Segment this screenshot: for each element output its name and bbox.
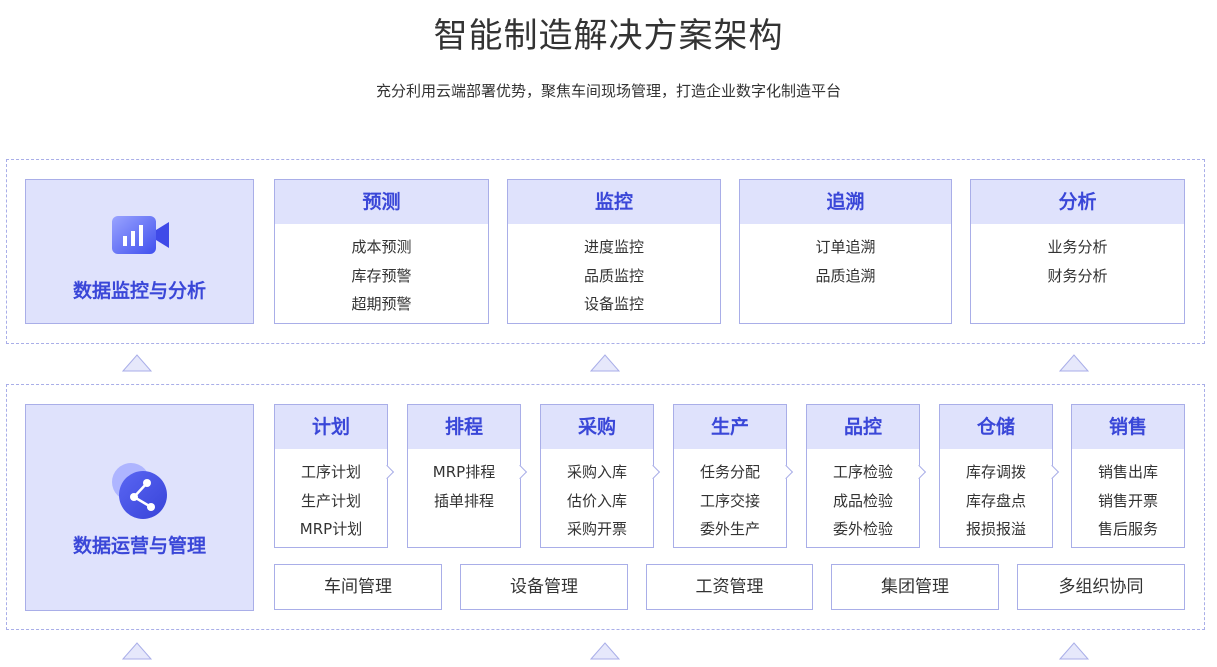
card-title: 品控 [807, 405, 919, 449]
card-item: 报损报溢 [965, 520, 1026, 538]
analytics-layer-label-panel: 数据监控与分析 [25, 179, 254, 324]
card-item: 采购开票 [566, 520, 627, 538]
card-item: 委外检验 [832, 520, 893, 538]
operations-layer-label: 数据运营与管理 [72, 535, 206, 557]
page-subtitle: 充分利用云端部署优势，聚焦车间现场管理，打造企业数字化制造平台 [375, 82, 841, 100]
up-triangle-icon [590, 354, 620, 372]
card-forecast: 预测 成本预测 库存预警 超期预警 [274, 179, 489, 324]
card-title: 仓储 [940, 405, 1052, 449]
card-item: 设备监控 [583, 295, 644, 313]
card-item: 插单排程 [433, 491, 494, 510]
card-item: 委外生产 [699, 520, 760, 538]
card-title: 采购 [541, 405, 653, 449]
up-triangle-icon [122, 354, 152, 372]
card-item: 工序计划 [300, 463, 361, 481]
card-item: 估价入库 [566, 491, 627, 510]
card-title: 排程 [408, 405, 520, 449]
card-title: 计划 [275, 405, 387, 449]
module-group-management[interactable]: 集团管理 [831, 564, 999, 610]
card-item: 工序检验 [832, 463, 893, 481]
card-warehouse: 仓储 库存调拨 库存盘点 报损报溢 [939, 404, 1053, 548]
analytics-layer [6, 159, 1205, 344]
up-triangle-icon [122, 642, 152, 660]
up-triangle-icon [1059, 354, 1089, 372]
up-triangle-icon [1059, 642, 1089, 660]
card-item: 订单追溯 [815, 238, 876, 256]
card-quality: 品控 工序检验 成品检验 委外检验 [806, 404, 920, 548]
card-item: 任务分配 [699, 463, 760, 481]
card-sales: 销售 销售出库 销售开票 售后服务 [1071, 404, 1185, 548]
card-item: 品质追溯 [815, 266, 876, 285]
card-analysis: 分析 业务分析 财务分析 [970, 179, 1185, 324]
operations-layer [6, 384, 1205, 630]
card-monitor: 监控 进度监控 品质监控 设备监控 [507, 179, 721, 324]
card-item: 库存预警 [351, 266, 412, 285]
module-equipment-management[interactable]: 设备管理 [460, 564, 628, 610]
card-item: 销售出库 [1097, 463, 1158, 481]
card-plan: 计划 工序计划 生产计划 MRP计划 [274, 404, 388, 548]
module-workshop-management[interactable]: 车间管理 [274, 564, 442, 610]
card-item: 进度监控 [583, 238, 644, 256]
card-item: 工序交接 [699, 491, 760, 510]
card-title: 销售 [1072, 405, 1184, 449]
card-item: 成品检验 [832, 491, 893, 510]
card-title: 预测 [275, 180, 488, 224]
card-item: 品质监控 [583, 266, 644, 285]
card-item: 库存调拨 [965, 463, 1026, 481]
card-item: 成本预测 [351, 238, 412, 256]
card-production: 生产 任务分配 工序交接 委外生产 [673, 404, 787, 548]
analytics-layer-label: 数据监控与分析 [72, 280, 206, 302]
card-item: 采购入库 [566, 463, 627, 481]
card-item: 销售开票 [1097, 491, 1158, 510]
card-title: 分析 [971, 180, 1184, 224]
card-title: 追溯 [740, 180, 951, 224]
card-purchase: 采购 采购入库 估价入库 采购开票 [540, 404, 654, 548]
card-item: 售后服务 [1097, 520, 1158, 538]
module-multi-org-collaboration[interactable]: 多组织协同 [1017, 564, 1185, 610]
card-item: MRP计划 [299, 520, 363, 538]
card-title: 监控 [508, 180, 720, 224]
operations-layer-label-panel: 数据运营与管理 [25, 404, 254, 611]
card-trace: 追溯 订单追溯 品质追溯 [739, 179, 952, 324]
card-item: 业务分析 [1047, 238, 1108, 256]
card-item: 库存盘点 [965, 491, 1026, 510]
card-title: 生产 [674, 405, 786, 449]
up-triangle-icon [590, 642, 620, 660]
card-schedule: 排程 MRP排程 插单排程 [407, 404, 521, 548]
card-item: 超期预警 [351, 295, 412, 313]
share-network-icon [110, 461, 172, 523]
card-item: 财务分析 [1047, 266, 1108, 285]
card-item: MRP排程 [432, 463, 496, 481]
page-title: 智能制造解决方案架构 [433, 16, 784, 56]
card-item: 生产计划 [300, 491, 361, 510]
video-chart-icon [111, 214, 171, 256]
module-payroll-management[interactable]: 工资管理 [646, 564, 813, 610]
